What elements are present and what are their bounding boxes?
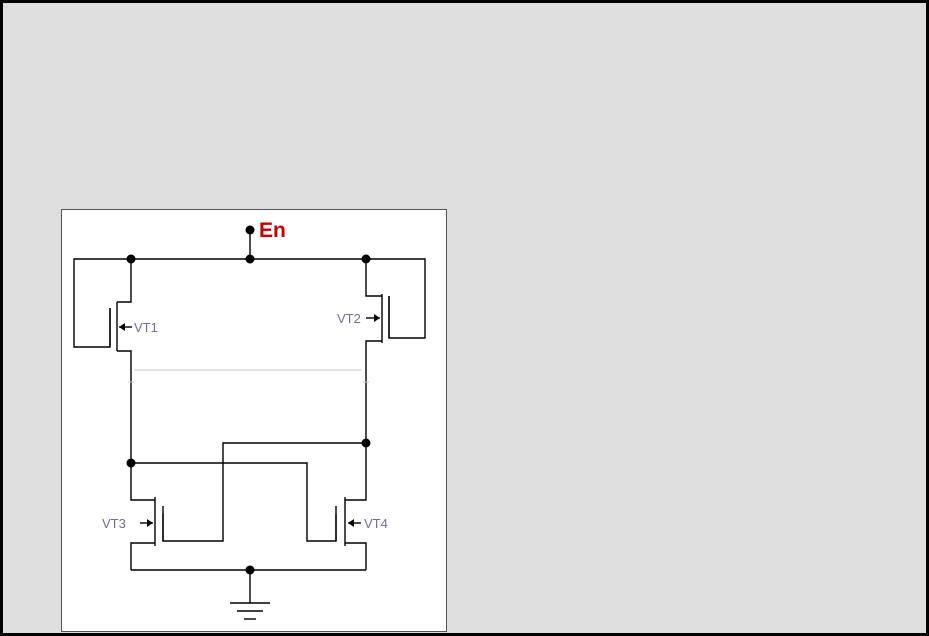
vt2-label: VT2 — [337, 311, 361, 326]
cross-wire-left-to-vt4 — [131, 462, 337, 542]
vt2-arrow-icon — [374, 314, 380, 322]
vt4-drain-wire — [345, 443, 367, 501]
vt3-drain-wire — [130, 463, 155, 501]
top-rail — [126, 254, 371, 264]
vt4-arrow-icon — [348, 519, 354, 527]
vt4-source-wire — [345, 542, 367, 570]
node-top-center — [245, 254, 255, 264]
vt1-drain-wire — [117, 259, 132, 303]
circuit-diagram: En VT1 — [73, 219, 426, 620]
ground-icon — [230, 602, 270, 620]
vt1-gate-feedback-wire — [73, 258, 131, 348]
enable-label: En — [259, 219, 286, 242]
vt3-source-wire — [130, 542, 155, 570]
transistor-vt2: VT2 — [337, 258, 426, 443]
vt1-source-wire — [117, 350, 132, 463]
transistor-vt1: VT1 — [73, 258, 158, 463]
vt2-drain-wire — [365, 259, 382, 297]
faint-guide-lines — [128, 369, 369, 383]
vt2-source-wire — [365, 340, 382, 443]
enable-terminal: En — [245, 219, 286, 259]
transistor-vt3: VT3 — [102, 463, 164, 570]
circuit-schematic-panel: En VT1 — [61, 209, 447, 632]
vt2-gate-feedback-wire — [366, 258, 426, 339]
vt1-arrow-icon — [119, 323, 125, 331]
ground-rail — [131, 565, 366, 620]
vt3-label: VT3 — [102, 516, 126, 531]
enable-node — [245, 225, 255, 235]
vt1-label: VT1 — [134, 320, 158, 335]
transistor-vt4: VT4 — [335, 443, 388, 570]
vt3-arrow-icon — [147, 519, 153, 527]
vt4-label: VT4 — [364, 516, 388, 531]
